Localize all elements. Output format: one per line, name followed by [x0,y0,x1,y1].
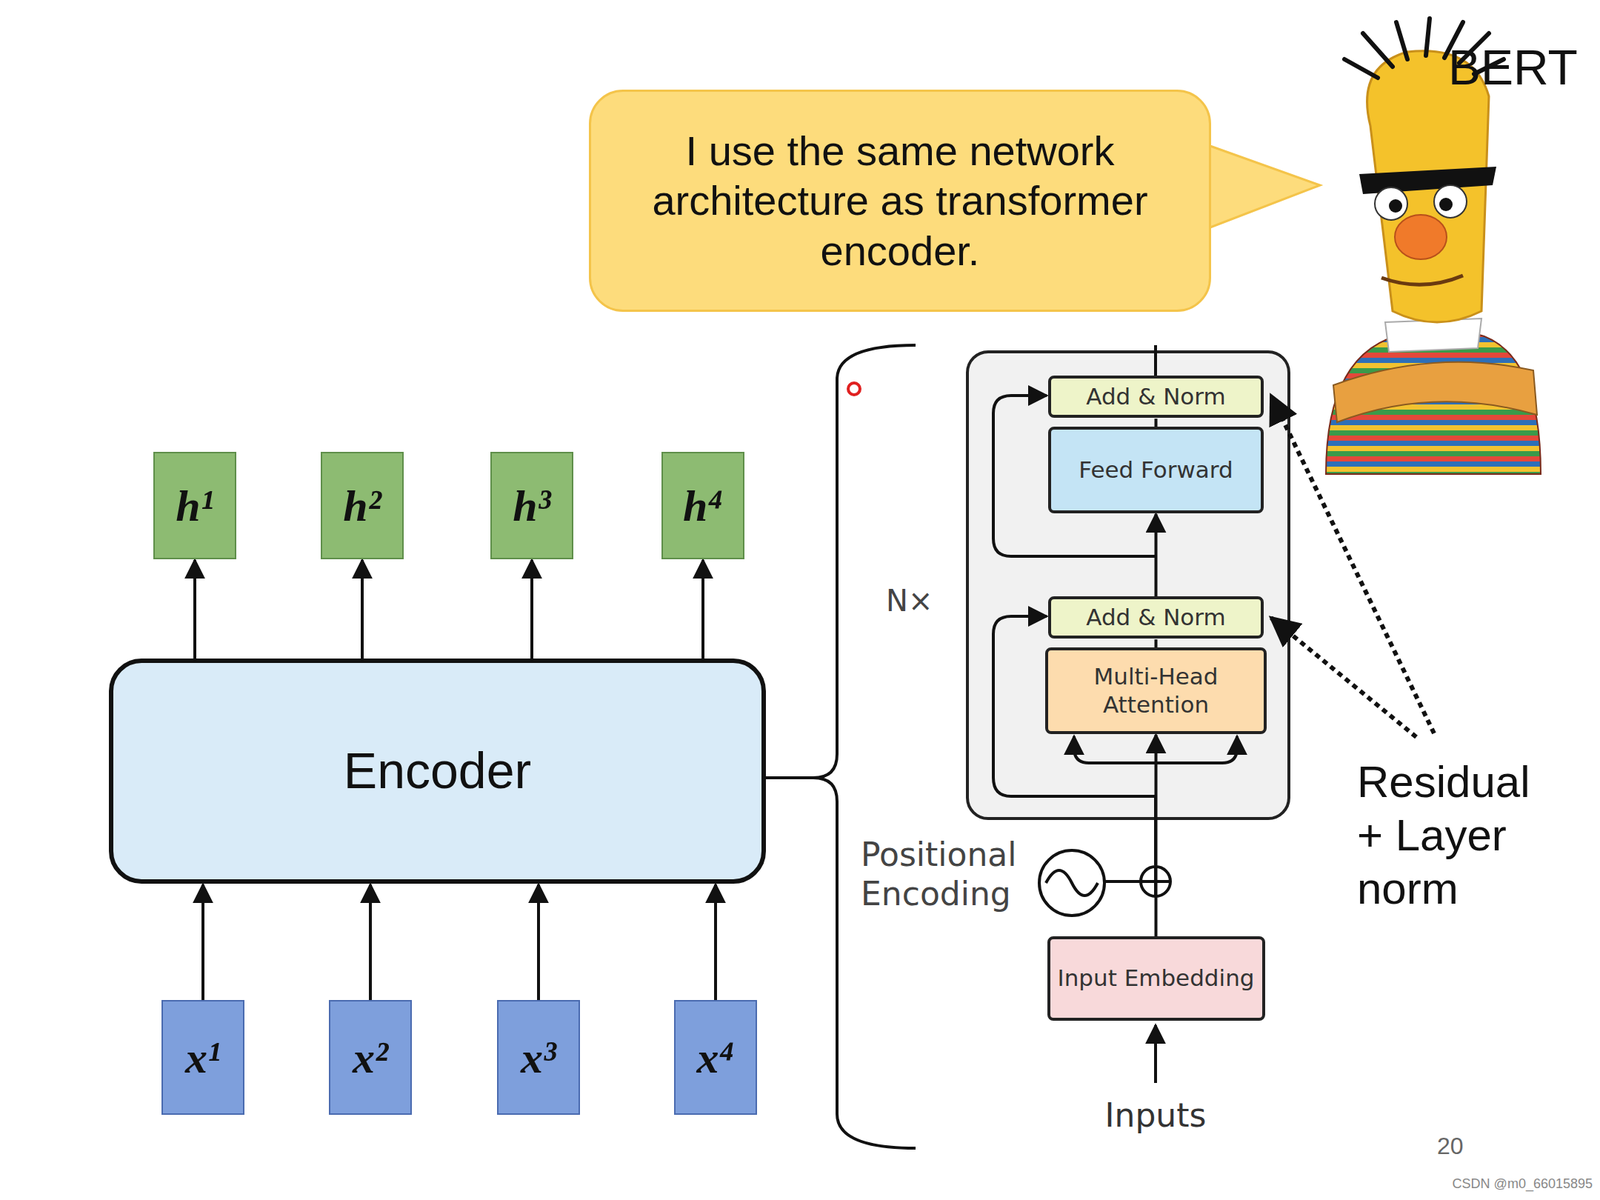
node-text: x³ [520,1031,557,1085]
connector [368,884,372,1000]
feed-forward-block: Feed Forward [1048,426,1264,514]
node-text: h² [342,479,381,533]
inputs-label: Inputs [1088,1096,1223,1136]
input-token: x³ [497,1000,580,1115]
input-token: x⁴ [674,1000,758,1115]
node-text: Multi-Head Attention [1052,662,1260,718]
embedding-block: Input Embedding [1047,936,1266,1021]
speech-bubble: I use the same network architecture as t… [588,89,1212,312]
connector [193,560,197,659]
add-norm-block: Add & Norm [1048,596,1264,639]
node-text: h⁴ [682,479,723,533]
connector [1154,734,1158,937]
input-token: x² [328,1000,412,1115]
node-text: Feed Forward [1078,456,1233,484]
node-text: x⁴ [697,1031,735,1085]
leader-lines [1271,395,1435,738]
node-text: Encoder [343,740,532,802]
node-text: h³ [512,479,551,533]
input-token: x¹ [161,1000,245,1115]
node-text: Add & Norm [1085,382,1226,411]
connector [714,884,718,1000]
model-name: BERT [1448,38,1597,98]
add-norm-block: Add & Norm [1048,375,1264,418]
output-vector: h² [320,451,404,560]
connector [1154,418,1158,427]
page-number: 20 [1437,1131,1489,1160]
layer-block [967,351,1289,819]
pointer-dot [848,382,860,395]
attention-block: Multi-Head Attention [1045,647,1267,735]
output-vector: h⁴ [661,451,745,560]
repeat-count: N× [885,582,946,619]
node-text: Add & Norm [1085,603,1226,632]
node-text: x¹ [185,1031,221,1085]
encoder-box: Encoder [108,658,766,884]
watermark: CSDN @m0_66015895 [1362,1176,1593,1193]
node-text: Input Embedding [1057,964,1255,992]
connector [701,560,705,659]
output-vector: h³ [490,451,574,560]
connector [1154,639,1158,648]
node-text: h¹ [175,479,214,533]
connector [360,560,364,659]
encoding-label: Positional Encoding [860,835,1035,915]
node-text: x² [352,1031,389,1085]
connector [1154,514,1158,597]
node-text: I use the same network architecture as t… [617,125,1183,276]
positional-encoding-symbol [1039,850,1141,916]
brace [813,345,916,1149]
connector [537,884,540,1000]
connector [530,560,534,659]
output-vector: h¹ [153,451,237,560]
connector [201,884,205,1000]
residual-note: Residual + Layer norm [1357,755,1565,916]
